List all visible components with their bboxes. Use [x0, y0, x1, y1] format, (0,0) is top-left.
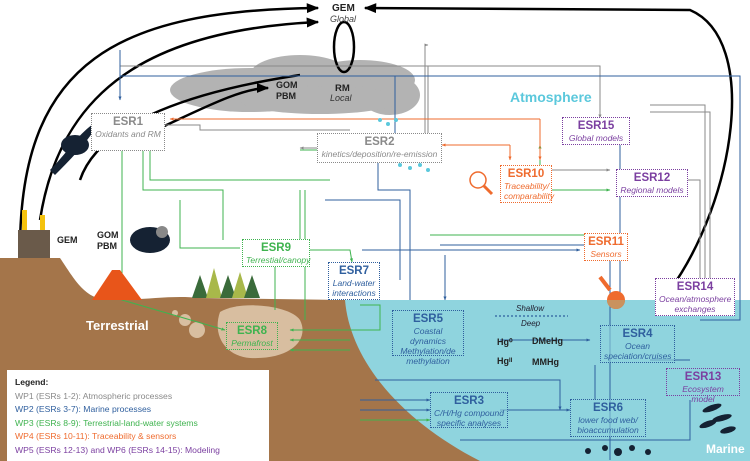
- atmosphere-label: Atmosphere: [510, 89, 592, 105]
- esr14-sub: Ocean/atmosphere exchanges: [659, 294, 732, 314]
- esr1-id: ESR1: [112, 116, 144, 128]
- wp4-links: [169, 117, 542, 161]
- esr5-id: ESR5: [412, 313, 444, 325]
- esr6-id: ESR6: [592, 402, 624, 414]
- sensor-icon: [598, 275, 625, 309]
- esr11-sub: Sensors: [590, 249, 622, 259]
- source-gom-label: GOM: [97, 230, 119, 240]
- esr3-id: ESR3: [453, 395, 485, 407]
- esr8-sub: Permafrost: [231, 338, 273, 348]
- legend-item-wp2: WP2 (ESRs 3-7): Marine processes: [15, 404, 152, 415]
- legend-item-wp4: WP4 (ESRs 10-11): Traceability & sensors: [15, 431, 177, 442]
- esr11-id: ESR11: [588, 236, 624, 248]
- factory-icon: [18, 120, 100, 258]
- source-gem-label: GEM: [57, 235, 78, 245]
- esr12-id: ESR12: [633, 172, 671, 184]
- rain-icon: [378, 118, 430, 172]
- plankton-icons: [585, 445, 651, 456]
- gem-global-sub: Global: [330, 14, 357, 24]
- esr9-sub: Terrestial/canopy: [246, 255, 311, 265]
- legend-item-wp3: WP3 (ESRs 8-9): Terrestrial-land-water s…: [15, 417, 198, 428]
- footprint: [189, 322, 205, 338]
- rm-sub: Local: [330, 93, 352, 103]
- esr6-sub: lower food web/ bioaccumulation: [577, 415, 639, 435]
- source-pbm-label: PBM: [97, 241, 117, 251]
- esr12-sub: Regional models: [620, 185, 684, 195]
- legend: Legend: WP1 (ESRs 1-2): Atmospheric proc…: [7, 370, 269, 461]
- esr15-id: ESR15: [577, 120, 615, 132]
- hg0-label: Hg⁰: [497, 337, 513, 347]
- legend-item-wp5: WP5 (ESRs 12-13) and WP6 (ESRs 14-15): M…: [15, 444, 220, 455]
- esr14-id: ESR14: [676, 281, 714, 293]
- esr5-sub: Coastal dynamics Methylation/de methylat…: [400, 326, 456, 366]
- volcano-icon: [92, 270, 142, 300]
- legend-item-wp1: WP1 (ESRs 1-2): Atmospheric processes: [15, 390, 173, 401]
- trees-icon: [192, 268, 260, 298]
- esr10-id: ESR10: [507, 168, 545, 180]
- dmehg-label: DMeHg: [532, 336, 563, 346]
- terrestrial-label: Terrestrial: [86, 318, 149, 333]
- mmhg-label: MMHg: [532, 357, 559, 367]
- magnifier-icon: [469, 171, 494, 196]
- esr7-sub: Land-water interactions: [332, 278, 376, 298]
- esr8-id: ESR8: [236, 325, 268, 337]
- marine-label: Marine: [706, 442, 745, 456]
- esr4-id: ESR4: [622, 328, 653, 340]
- esr2-id: ESR2: [364, 136, 395, 148]
- esr13-id: ESR13: [684, 371, 722, 383]
- esr4-sub: Ocean speciation/cruises: [604, 341, 672, 361]
- legend-title: Legend:: [15, 377, 49, 387]
- esr13-sub: Ecosystem model: [682, 384, 724, 404]
- esr10-sub: Traceability/ comparability: [504, 181, 555, 201]
- global-arrows: [18, 3, 734, 291]
- deep-label: Deep: [521, 319, 541, 328]
- fish-school-icon: [699, 403, 736, 434]
- esr9-id: ESR9: [260, 242, 292, 254]
- pbm-label: PBM: [276, 91, 296, 101]
- hgII-label: Hgᴵᴵ: [497, 356, 513, 366]
- shallow-label: Shallow: [516, 304, 545, 313]
- wp3-links: [121, 144, 611, 422]
- smoke-cloud-icon: [130, 226, 170, 253]
- esr15-sub: Global models: [568, 133, 624, 143]
- gem-global-title: GEM: [332, 3, 355, 14]
- gom-label: GOM: [276, 80, 298, 90]
- esr3-sub: C/H/Hg compound specific analyses: [434, 408, 504, 428]
- esr7-id: ESR7: [338, 265, 370, 277]
- esr2-sub: kinetics/deposition/re-emission: [321, 149, 438, 159]
- esr1-sub: Oxidants and RM: [95, 129, 161, 139]
- wp1-links: [120, 43, 711, 280]
- rm-title: RM: [335, 83, 350, 94]
